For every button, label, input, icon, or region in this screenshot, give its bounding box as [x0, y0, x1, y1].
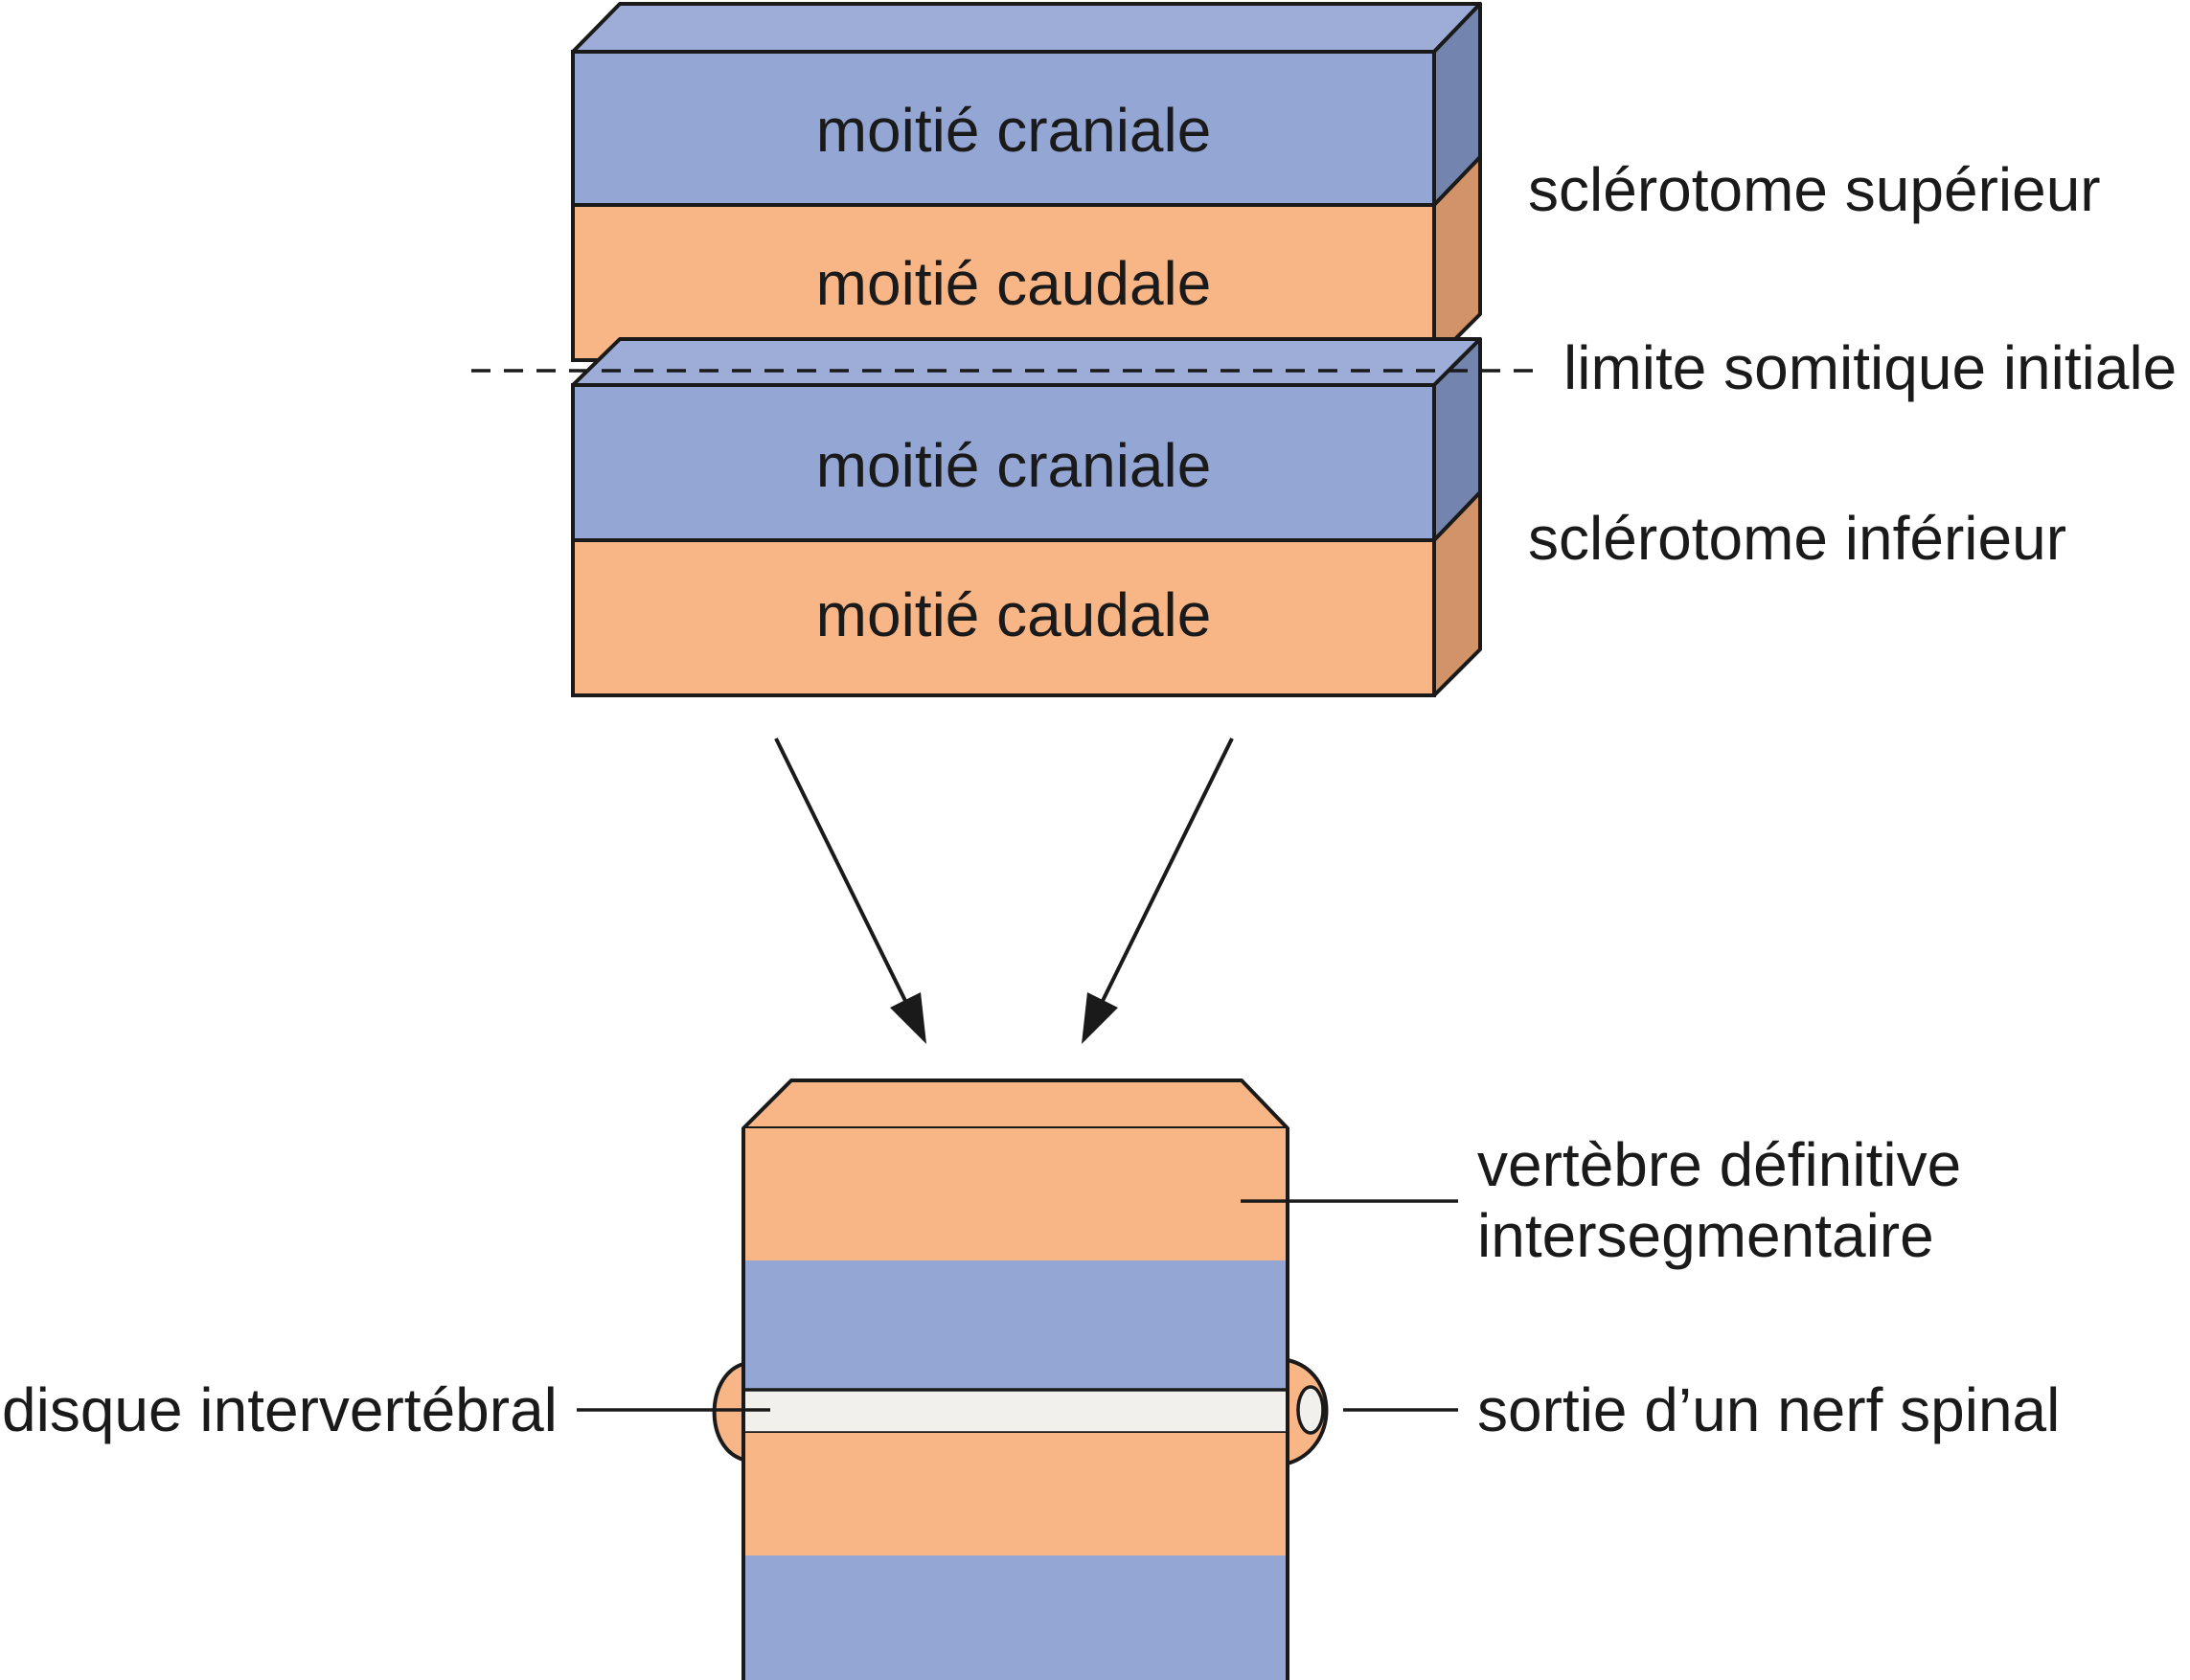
upper-cranial-half-label: moitié craniale: [816, 96, 1212, 165]
initial-somite-boundary-label: limite somitique initiale: [1563, 333, 2177, 402]
intervertebral-disc-label: disque intervertébral: [2, 1375, 558, 1444]
left-arrow-head: [890, 992, 926, 1044]
lower-somite-top-face: [571, 337, 1482, 387]
lower-cranial-half: [571, 383, 1436, 542]
upper-cranial-half: [571, 50, 1436, 207]
vertebra-band-cranial-upper: [743, 1260, 1288, 1390]
left-disc-bulge: [712, 1362, 744, 1462]
lower-caudal-half: [571, 538, 1436, 697]
lower-cranial-half-label: moitié craniale: [816, 431, 1212, 500]
upper-sclerotome-label: sclérotome supérieur: [1528, 155, 2101, 224]
upper-somite-top-face: [571, 2, 1482, 54]
lower-somite-block: moitié craniale moitié caudale: [571, 337, 1482, 697]
left-arrow-shaft: [774, 738, 912, 1011]
vertebra-band-caudal-lower: [743, 1433, 1288, 1555]
lower-caudal-half-label: moitié caudale: [816, 580, 1212, 649]
vertebra-band-caudal-top: [743, 1128, 1288, 1260]
lower-sclerotome-label: sclérotome inférieur: [1528, 504, 2066, 573]
definitive-vertebra-label-line2: intersegmentaire: [1477, 1201, 1934, 1270]
upper-caudal-half-label: moitié caudale: [816, 249, 1212, 318]
right-arrow-shaft: [1096, 738, 1234, 1011]
spinal-nerve-exit-label: sortie d’un nerf spinal: [1477, 1375, 2060, 1444]
spinal-nerve-foramen: [1296, 1385, 1325, 1435]
vertebra-band-cranial-bottom: [743, 1555, 1288, 1680]
definitive-vertebra-block: [712, 1078, 1329, 1680]
vertebra-top-face: [741, 1078, 1289, 1130]
right-arrow-head: [1082, 992, 1118, 1044]
resegmentation-arrows: [774, 738, 1234, 1044]
definitive-vertebra-label-line1: vertèbre définitive: [1477, 1130, 1961, 1199]
upper-somite-block: moitié craniale moitié caudale: [571, 2, 1482, 362]
intervertebral-disc: [741, 1388, 1289, 1435]
